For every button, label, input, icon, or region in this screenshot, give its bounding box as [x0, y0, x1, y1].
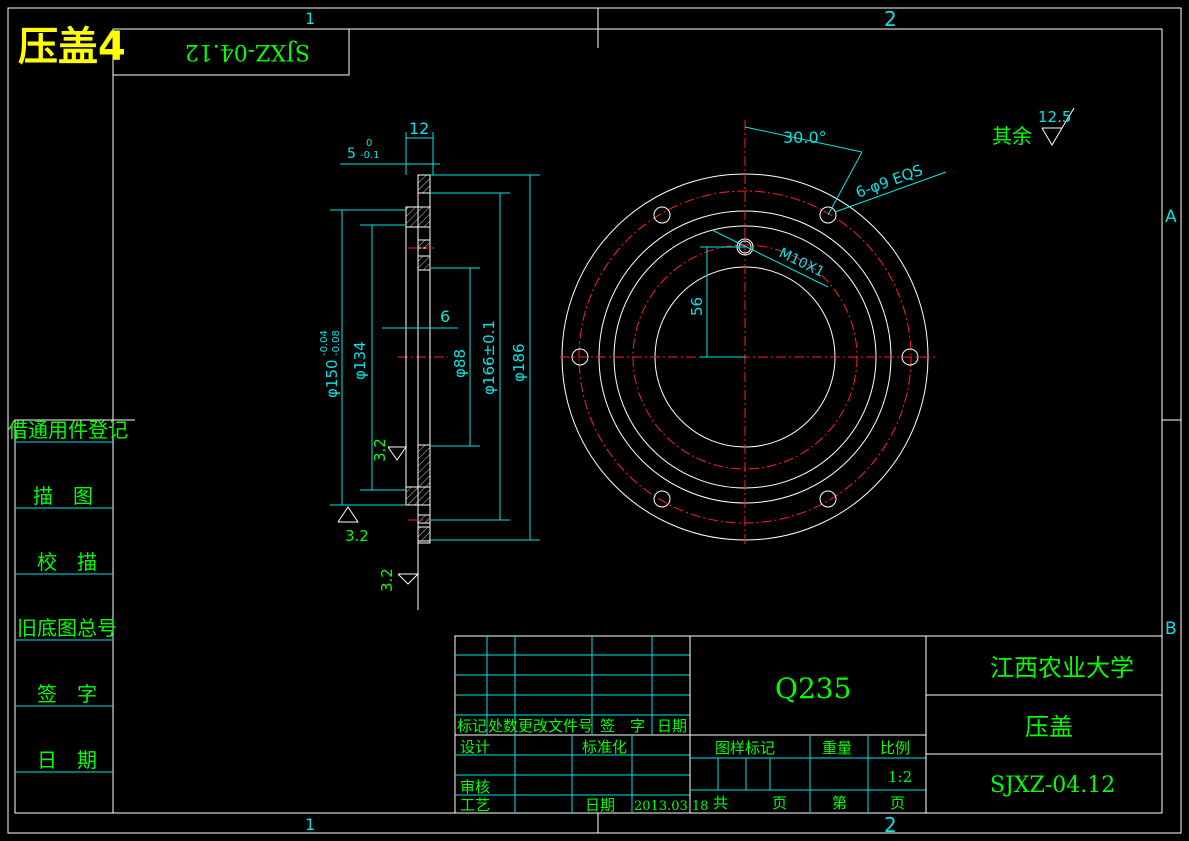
review-label: 审核 — [460, 778, 490, 796]
rev-date: 日期 — [657, 717, 687, 735]
section-view: 12 5 0 -0.1 6 φ150 -0.04 -0.08 φ134 φ88 … — [319, 119, 540, 610]
sheet-label: 第 — [832, 794, 847, 812]
date-label: 日期 — [585, 796, 615, 814]
dim-d150-tol-low: -0.08 — [331, 330, 342, 356]
title-block: 标记 处数 更改文件号 签 字 日期 设计 标准化 审核 工艺 日期 2013.… — [454, 635, 1163, 814]
dim-d150: φ150 — [323, 359, 341, 398]
dim-offset: 56 — [688, 297, 706, 316]
roughness-side: 3.2 — [378, 568, 396, 592]
design-label: 设计 — [460, 738, 490, 756]
dim-thickness: 5 — [347, 146, 356, 162]
material: Q235 — [775, 672, 851, 705]
rev-mark: 标记 — [457, 717, 487, 735]
rev-sign: 签 字 — [600, 717, 645, 735]
drawing-number: SJXZ-04.12 — [990, 773, 1115, 798]
zone-label-a: A — [1165, 207, 1177, 227]
roughness-other-label: 其余 — [992, 124, 1032, 148]
zone-label-bottom-2: 2 — [884, 813, 897, 837]
base-map-no-label: 旧底图总号 — [17, 616, 117, 640]
weight-label: 重量 — [822, 739, 852, 757]
dim-d166: φ166±0.1 — [480, 320, 498, 395]
date-value: 2013.03.18 — [634, 799, 708, 814]
dim-d186: φ186 — [510, 343, 528, 382]
dim-width-12: 12 — [409, 119, 429, 138]
dim-d150-tol-up: -0.04 — [319, 330, 330, 356]
svg-text:SJXZ-04.12: SJXZ-04.12 — [185, 39, 310, 64]
dim-angle: 30.0° — [783, 128, 827, 147]
signature-label: 签 字 — [37, 682, 97, 706]
rev-count: 处数 — [488, 717, 518, 735]
roughness-other-value: 12.5 — [1038, 108, 1071, 126]
date-label-left: 日 期 — [37, 748, 97, 772]
scale-label: 比例 — [880, 739, 910, 757]
dim-d134: φ134 — [351, 341, 369, 380]
part-name: 压盖 — [1025, 713, 1073, 741]
rev-file-no: 更改文件号 — [518, 717, 593, 735]
dim-d88: φ88 — [451, 349, 469, 378]
roughness-inner: 3.2 — [371, 438, 389, 462]
dim-thickness-tol-low: -0.1 — [360, 150, 380, 161]
left-register-block: 借通用件登记 描 图 校 描 旧底图总号 签 字 日 期 — [8, 418, 128, 814]
overlay-title: 压盖4 — [18, 24, 126, 70]
mirrored-code-text: SJXZ-04.12 — [185, 39, 310, 64]
stage-label: 图样标记 — [715, 739, 775, 757]
code-box — [112, 28, 350, 76]
dim-step-6: 6 — [440, 307, 450, 326]
scale-value: 1:2 — [888, 768, 912, 786]
zone-label-top-2: 2 — [884, 7, 897, 31]
page-label: 页 — [772, 794, 787, 812]
standardize-label: 标准化 — [582, 738, 627, 756]
tracing-label: 描 图 — [33, 484, 93, 508]
school-name: 江西农业大学 — [990, 654, 1134, 682]
zone-label-bottom-1: 1 — [305, 815, 315, 834]
plan-view: 30.0° 6-φ9 EQS M10X1 56 — [560, 120, 947, 545]
zone-label-b: B — [1165, 619, 1177, 639]
register-label: 借通用件登记 — [8, 418, 128, 442]
dim-holes: 6-φ9 EQS — [853, 161, 925, 202]
total-label: 共 — [713, 794, 728, 812]
check-tracing-label: 校 描 — [37, 550, 97, 574]
page2-label: 页 — [890, 794, 905, 812]
zone-label-top-1: 1 — [305, 9, 315, 28]
process-label: 工艺 — [460, 796, 490, 814]
dim-thickness-tol-up: 0 — [366, 138, 372, 149]
roughness-face: 3.2 — [345, 527, 369, 545]
